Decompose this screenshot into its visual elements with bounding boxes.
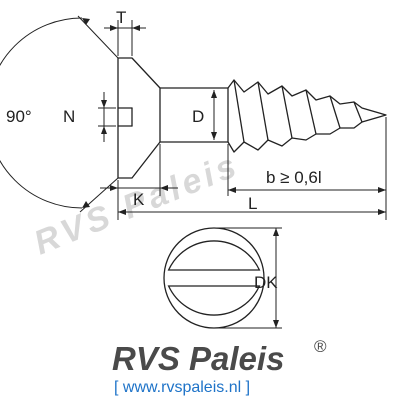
thread-crest xyxy=(257,81,269,141)
arrowhead xyxy=(211,90,217,98)
arrowhead xyxy=(101,100,107,108)
angle-arc xyxy=(0,17,83,209)
arrowhead xyxy=(273,320,279,328)
screw-side-view xyxy=(117,57,387,179)
thread-crest xyxy=(233,79,245,143)
dk-label: DK xyxy=(254,273,278,292)
thread-crest xyxy=(305,89,317,135)
arrowhead xyxy=(132,25,140,31)
n-label: N xyxy=(63,107,75,126)
arrowhead xyxy=(118,209,126,215)
thread-crest xyxy=(353,101,363,123)
arrowhead xyxy=(273,228,279,236)
slot-lower-half xyxy=(167,285,261,316)
arrowhead xyxy=(82,18,90,25)
dimension-arrowheads xyxy=(82,18,386,328)
thread-outline xyxy=(227,79,387,153)
head-circle xyxy=(163,227,265,329)
b-label: b ≥ 0,6l xyxy=(266,168,322,187)
registered-mark: ® xyxy=(314,337,327,356)
arrowhead xyxy=(82,201,90,208)
arrowhead xyxy=(211,132,217,140)
website-link[interactable]: [ www.rvspaleis.nl ] xyxy=(114,379,250,396)
arrowhead xyxy=(160,185,168,191)
thread-crest xyxy=(281,85,293,139)
arrowhead xyxy=(110,185,118,191)
angle-ray-top xyxy=(77,15,119,59)
brand-logo: RVS Paleis xyxy=(112,340,284,377)
d-label: D xyxy=(192,107,204,126)
arrowhead xyxy=(228,187,236,193)
screw-head xyxy=(117,57,161,179)
arrowhead xyxy=(110,25,118,31)
t-label: T xyxy=(116,8,126,27)
arrowhead xyxy=(378,209,386,215)
slot-upper-half xyxy=(167,240,261,271)
k-label: K xyxy=(133,190,145,209)
angle-label: 90° xyxy=(6,107,32,126)
thread-crest xyxy=(329,95,341,129)
screw-top-view xyxy=(163,227,265,329)
l-label: L xyxy=(248,194,257,213)
arrowhead xyxy=(101,126,107,134)
arrowhead xyxy=(378,187,386,193)
